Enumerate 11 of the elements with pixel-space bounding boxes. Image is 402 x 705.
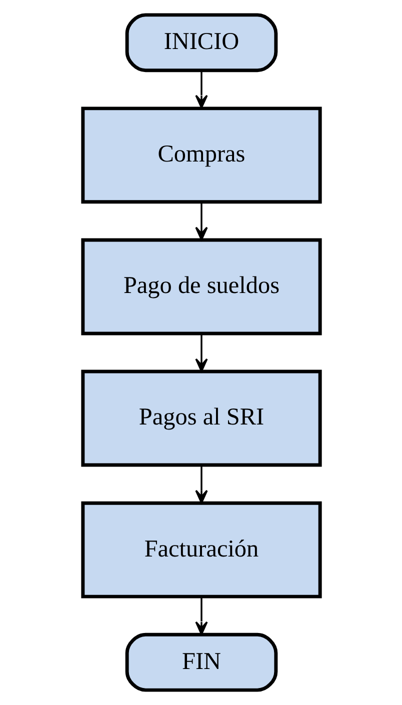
arrow [194,70,208,109]
arrow [194,466,208,504]
arrow [194,202,208,240]
arrow [194,334,208,372]
node-box: Facturación [80,501,322,598]
node-box: INICIO [124,13,278,72]
node-box: FIN [124,632,278,692]
node-box: Pagos al SRI [80,370,322,467]
node-box: Compras [80,106,322,204]
arrow [194,597,208,636]
node-box: Pago de sueldos [80,238,322,336]
